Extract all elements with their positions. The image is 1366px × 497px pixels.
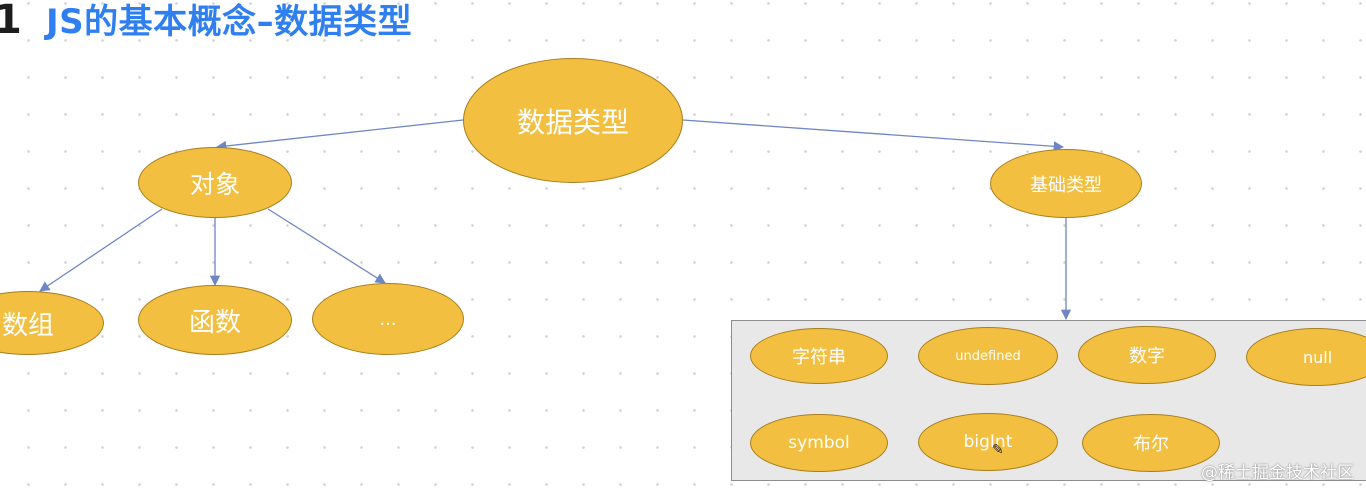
node-bigint-label: bigInt <box>963 432 1013 452</box>
node-object: 对象 <box>138 147 292 218</box>
node-root: 数据类型 <box>463 58 683 183</box>
node-more-label: ... <box>379 308 397 330</box>
node-number: 数字 <box>1078 326 1216 384</box>
pencil-cursor-icon: ✎ <box>992 442 1004 458</box>
node-null: null <box>1246 328 1366 386</box>
node-function-label: 函数 <box>188 307 241 338</box>
node-null-label: null <box>1303 347 1333 367</box>
node-symbol: symbol <box>750 414 888 472</box>
node-function: 函数 <box>138 285 292 355</box>
node-primitive-label: 基础类型 <box>1030 174 1102 196</box>
node-undefined-label: undefined <box>955 348 1021 364</box>
node-symbol-label: symbol <box>788 433 850 453</box>
node-boolean-label: 布尔 <box>1133 434 1169 455</box>
edge-object-to-array <box>39 208 163 292</box>
node-root-label: 数据类型 <box>516 105 629 139</box>
edge-object-to-more <box>267 208 386 284</box>
node-array-label: 数组 <box>1 310 54 341</box>
node-undefined: undefined <box>918 327 1058 385</box>
section-number: 1 <box>0 0 22 43</box>
edge-root-to-object <box>215 119 464 152</box>
node-string: 字符串 <box>750 328 888 384</box>
node-more: ... <box>312 283 464 355</box>
node-bigint: bigInt <box>918 413 1058 471</box>
node-primitive: 基础类型 <box>990 149 1142 218</box>
node-number-label: 数字 <box>1129 346 1165 367</box>
page-title: JS的基本概念–数据类型 <box>46 2 413 42</box>
edge-root-to-primitive <box>682 119 1065 152</box>
node-object-label: 对象 <box>189 169 240 199</box>
watermark: @稀土掘金技术社区 <box>1201 463 1354 483</box>
node-boolean: 布尔 <box>1082 414 1220 472</box>
node-string-label: 字符串 <box>792 347 846 368</box>
